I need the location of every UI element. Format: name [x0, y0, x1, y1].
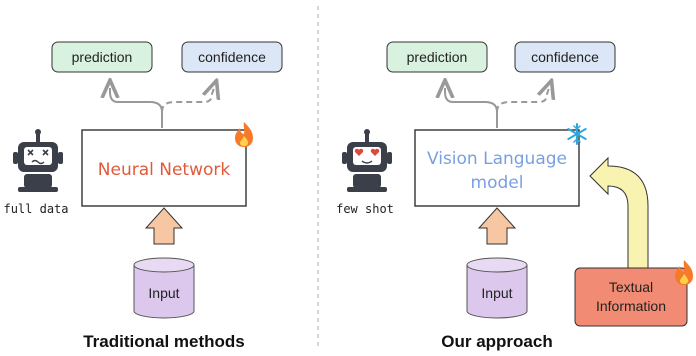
right-model-label-line2: model	[471, 173, 524, 193]
textual-information-line1: Textual	[609, 279, 653, 295]
left-input-cylinder	[133, 257, 195, 319]
left-confidence-label: confidence	[198, 49, 266, 65]
right-prediction-label: prediction	[407, 49, 468, 65]
broken-robot-icon	[13, 129, 63, 192]
left-arrow-to-prediction	[110, 88, 163, 128]
right-input-cylinder	[466, 257, 528, 319]
right-panel: prediction confidence Vision Language mo…	[336, 41, 693, 351]
left-dashed-arrow-to-confidence	[161, 88, 214, 113]
left-model-label: Neural Network	[98, 160, 231, 180]
right-prediction-box	[386, 41, 488, 73]
right-input-label: Input	[481, 285, 512, 301]
left-confidence-box	[181, 41, 283, 73]
right-up-arrow	[477, 207, 517, 245]
left-title: Traditional methods	[83, 332, 245, 351]
left-prediction-label: prediction	[72, 49, 133, 65]
right-model-box	[414, 129, 580, 207]
fire-icon	[235, 122, 253, 147]
right-confidence-label: confidence	[531, 49, 599, 65]
left-panel: prediction confidence Neural Network	[3, 41, 283, 351]
fire-icon	[675, 260, 693, 285]
heart-eyes-robot-icon	[342, 129, 392, 192]
snowflake-icon	[567, 123, 587, 145]
left-prediction-box	[51, 41, 153, 73]
left-up-arrow	[144, 207, 184, 245]
right-dashed-arrow-to-confidence	[496, 88, 549, 113]
yellow-curved-arrow	[589, 156, 649, 269]
textual-information-box	[574, 267, 688, 327]
left-input-label: Input	[148, 285, 179, 301]
textual-information-line2: Information	[596, 298, 666, 314]
right-title: Our approach	[441, 332, 552, 351]
right-confidence-box	[514, 41, 616, 73]
left-model-box	[81, 129, 247, 207]
right-model-label-line1: Vision Language	[427, 149, 567, 169]
right-arrow-to-prediction	[445, 88, 498, 128]
left-robot-caption: full data	[3, 202, 68, 216]
right-robot-caption: few shot	[336, 202, 394, 216]
